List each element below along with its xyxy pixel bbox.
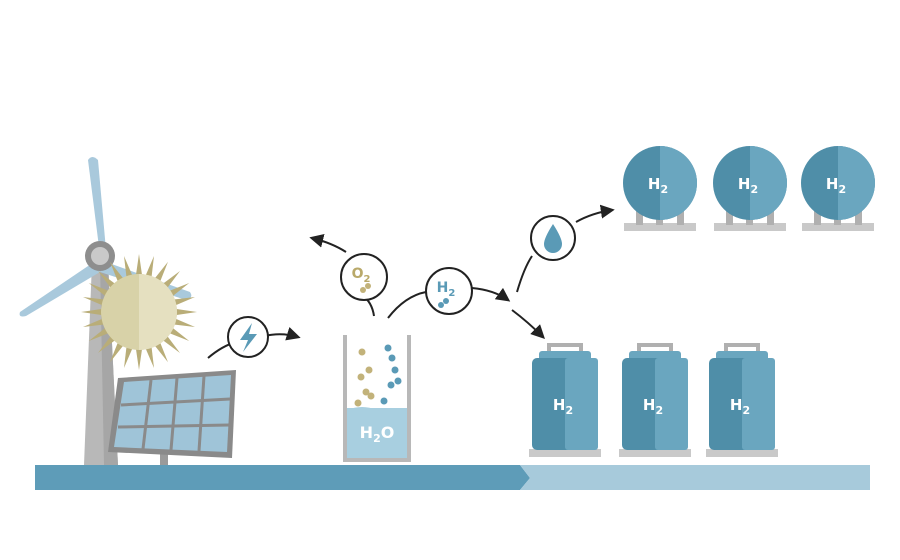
cylindrical-tank-icon: H2 bbox=[706, 343, 778, 457]
oxygen-bubbles bbox=[354, 348, 375, 407]
cylindrical-tank-icon: H2 bbox=[619, 343, 691, 457]
hydrogen-label: H2 bbox=[437, 280, 456, 299]
spherical-tank-icon: H2 bbox=[801, 146, 875, 231]
water-label: H2O bbox=[360, 423, 395, 445]
droplet-icon bbox=[530, 215, 576, 261]
spherical-tank-icon: H2 bbox=[623, 146, 697, 231]
cylindrical-tank-icon: H2 bbox=[529, 343, 601, 457]
electrolyzer-beaker: H2O bbox=[343, 335, 411, 462]
oxygen-label: O2 bbox=[352, 266, 371, 285]
solar-panel-icon bbox=[108, 370, 236, 465]
lightning-bolt-icon bbox=[227, 316, 269, 358]
spherical-tank-label: H2 bbox=[826, 175, 846, 196]
cylindrical-tank-label: H2 bbox=[643, 396, 663, 417]
cylindrical-tank-label: H2 bbox=[553, 396, 573, 417]
spherical-tank-label: H2 bbox=[738, 175, 758, 196]
hydrogen-flow-arrow bbox=[387, 204, 615, 339]
spherical-tank-label: H2 bbox=[648, 175, 668, 196]
cylindrical-tank-label: H2 bbox=[730, 396, 750, 417]
hydrogen-icon: H2 bbox=[425, 267, 473, 315]
sun-icon bbox=[81, 254, 197, 370]
spherical-tank-icon: H2 bbox=[713, 146, 787, 231]
hydrogen-bubbles bbox=[380, 344, 402, 405]
oxygen-icon: O2 bbox=[340, 253, 388, 301]
ground-bar bbox=[35, 465, 870, 490]
